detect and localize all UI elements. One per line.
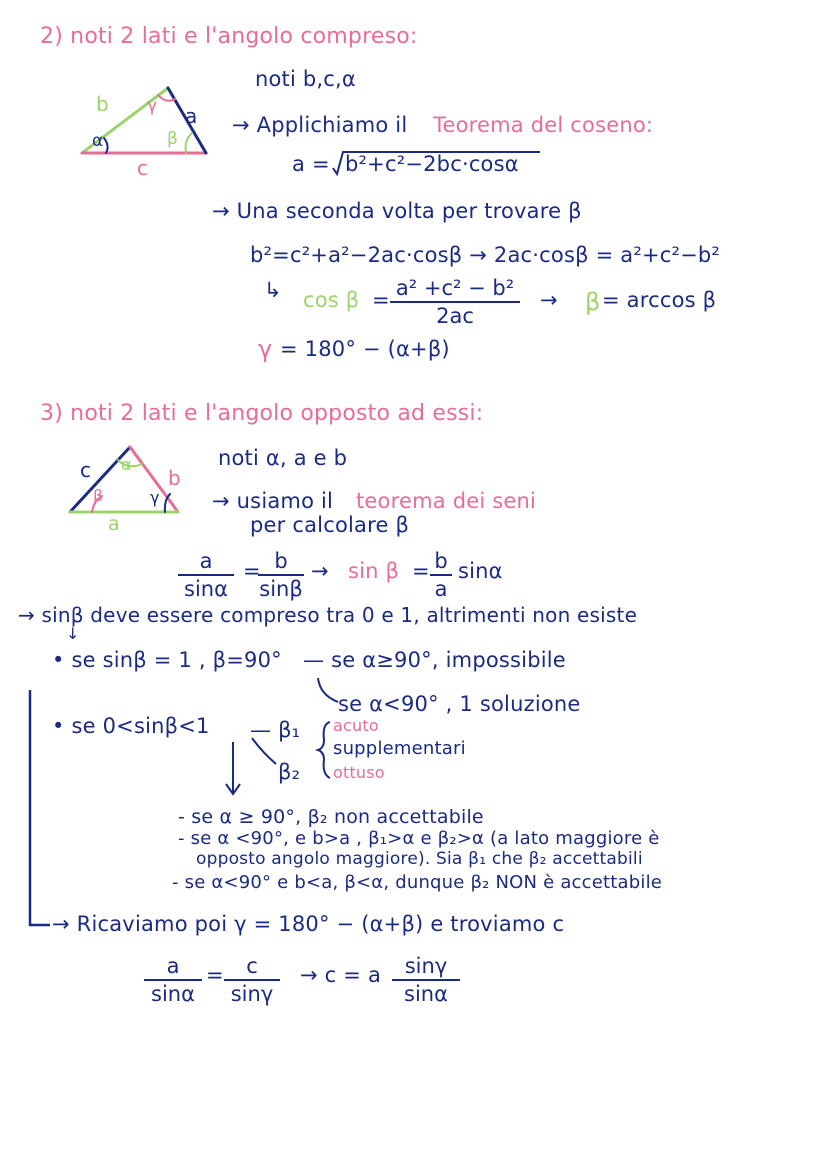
tri3-side-c: c [80, 458, 92, 482]
sine-tail: sinα [458, 559, 503, 583]
section3-known: noti α, a e b [218, 446, 348, 470]
label-ottuso: ottuso [333, 763, 385, 782]
law-fraction-3: sinγ sinα [392, 954, 460, 1006]
cos-beta-fraction: a² +c² − b² 2ac [390, 276, 520, 328]
formula-a-root: b²+c²−2bc·cosα [345, 152, 519, 176]
range-note: → sinβ deve essere compreso tra 0 e 1, a… [18, 603, 638, 627]
then-arrow: → [540, 288, 558, 312]
tri3-side-a: a [108, 513, 120, 535]
branch-line-1 [317, 677, 339, 703]
sub-case-3: - se α<90° e b<a, β<α, dunque β₂ NON è a… [172, 872, 663, 893]
beta-symbol: β [585, 288, 601, 316]
sine-fraction-3: b a [430, 549, 452, 601]
fraction-bar [224, 979, 280, 981]
sine-eq: = [243, 559, 261, 583]
apply-prefix: → Applichiamo il [232, 113, 408, 137]
law-arrow: → c = a [300, 963, 382, 987]
sub-case-2b: opposto angolo maggiore). Sia β₁ che β₂ … [196, 849, 643, 869]
tri3-angle-beta: β [93, 486, 104, 505]
brace [314, 721, 331, 779]
final-step: → Ricaviamo poi γ = 180° − (α+β) e trovi… [52, 912, 565, 936]
left-bracket-line [28, 690, 50, 927]
formula-a-lhs: a = [292, 152, 330, 176]
case1-a: — se α≥90°, impossibile [303, 648, 566, 672]
apply-theorem: Teorema del coseno: [433, 113, 654, 137]
case1-b: se α<90° , 1 soluzione [338, 692, 581, 716]
tri2-side-b: b [96, 92, 109, 116]
sine-eq2: = [412, 559, 430, 583]
law-frac3-num: sinγ [404, 954, 448, 978]
label-supplementari: supplementari [333, 738, 466, 759]
section3-title: 3) noti 2 lati e l'angolo opposto ad ess… [40, 401, 484, 426]
tri3-angle-gamma: γ [150, 488, 160, 507]
law-fraction-2: c sinγ [224, 954, 280, 1006]
beta-result: = arccos β [602, 288, 717, 312]
eq-b2: b²=c²+a²−2ac·cosβ → 2ac·cosβ = a²+c²−b² [250, 243, 721, 267]
law-frac3-den: sinα [404, 982, 448, 1006]
second-time-text: → Una seconda volta per trovare β [212, 199, 582, 223]
cos-beta-denominator: 2ac [436, 304, 474, 328]
fraction-bar [430, 574, 452, 576]
cos-beta-numerator: a² +c² − b² [395, 276, 515, 300]
sine-arrow: → [311, 559, 329, 583]
sine-frac3-den: a [434, 577, 448, 601]
law-eq: = [206, 963, 224, 987]
law-frac2-den: sinγ [230, 982, 274, 1006]
sub-case-1: - se α ≥ 90°, β₂ non accettabile [178, 806, 484, 828]
sine-fraction-2: b sinβ [258, 549, 304, 601]
law-frac2-num: c [246, 954, 258, 978]
law-fraction-1: a sinα [144, 954, 202, 1006]
fraction-bar [390, 301, 520, 303]
sine-fraction-1: a sinα [178, 549, 234, 601]
tri2-angle-alpha: α [92, 131, 104, 151]
case1: • se sinβ = 1 , β=90° [52, 648, 282, 672]
label-acuto: acuto [333, 716, 379, 735]
section2-known: noti b,c,α [255, 67, 356, 91]
fraction-bar [144, 979, 202, 981]
use-prefix: → usiamo il [212, 489, 334, 513]
sine-frac3-num: b [434, 549, 448, 573]
section2-title: 2) noti 2 lati e l'angolo compreso: [40, 24, 418, 49]
hook-arrow: ↳ [264, 278, 282, 302]
sine-frac2-den: sinβ [259, 577, 303, 601]
cos-beta: cos β [303, 288, 360, 312]
case2: • se 0<sinβ<1 [52, 714, 210, 738]
tri3-angle-alpha: α [121, 455, 132, 474]
tri3-side-b: b [168, 466, 181, 490]
sub-case-2: - se α <90°, e b>a , β₁>α e β₂>α (a lato… [178, 828, 660, 849]
use-theorem: teorema dei seni [356, 489, 537, 513]
down-arrow-line [225, 742, 241, 796]
gamma-result: = 180° − (α+β) [280, 337, 450, 361]
law-frac1-num: a [166, 954, 180, 978]
range-down-arrow: ↓ [66, 624, 80, 643]
tri2-angle-beta: β [167, 129, 179, 149]
beta1: — β₁ [250, 718, 301, 742]
sine-frac1-den: sinα [184, 577, 228, 601]
fraction-bar [178, 574, 234, 576]
fraction-bar [392, 979, 460, 981]
sine-frac2-num: b [274, 549, 288, 573]
eq-sign: = [372, 288, 390, 312]
tri2-side-c: c [137, 156, 149, 180]
law-frac1-den: sinα [151, 982, 195, 1006]
gamma-symbol: γ [258, 335, 273, 363]
tri2-side-a: a [185, 104, 198, 128]
sine-frac1-num: a [199, 549, 213, 573]
fraction-bar [258, 574, 304, 576]
tri2-angle-gamma: γ [147, 96, 158, 116]
use-rest: per calcolare β [250, 513, 410, 537]
sin-beta: sin β [348, 559, 400, 583]
beta2: β₂ [278, 760, 301, 784]
